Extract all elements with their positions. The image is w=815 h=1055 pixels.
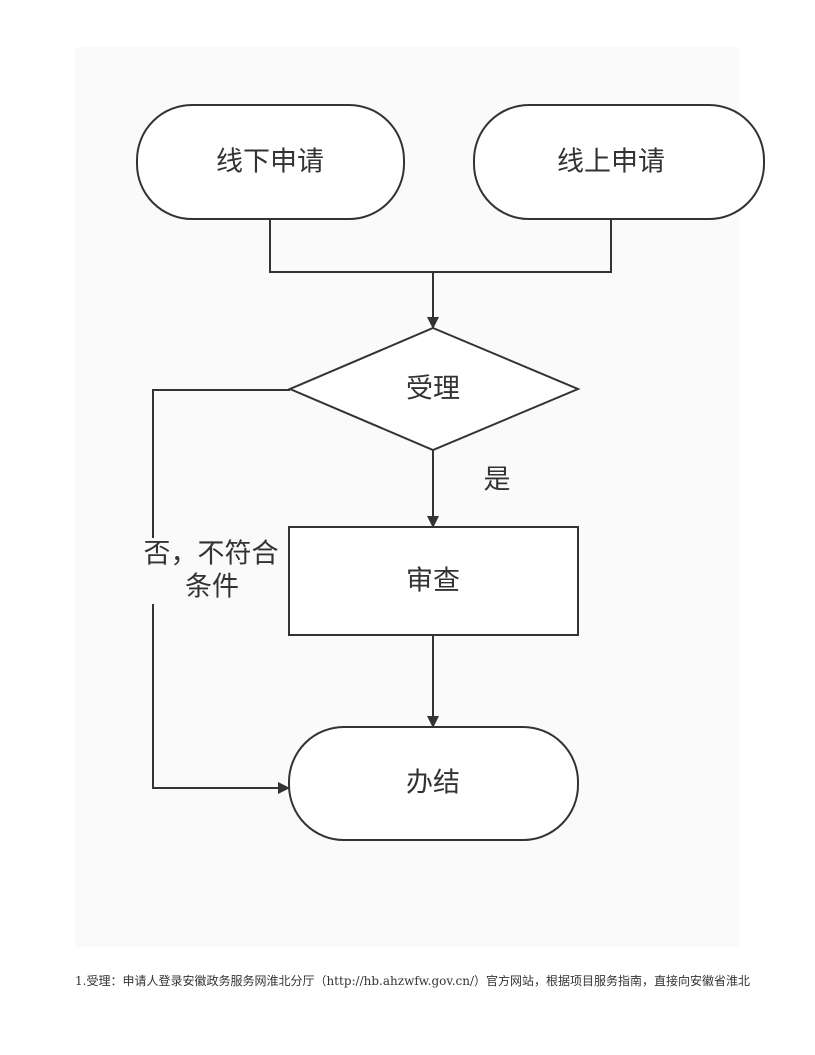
node-complete-shape xyxy=(288,726,579,841)
node-offline-apply-label: 线下申请 xyxy=(216,147,324,178)
node-offline-apply-shape xyxy=(136,104,405,220)
connector-offline-to-merge xyxy=(269,219,433,273)
edge-label-yes: 是 xyxy=(484,465,511,496)
connectors xyxy=(152,219,612,794)
node-review-shape xyxy=(288,526,579,636)
node-accept: 受理 xyxy=(287,326,581,452)
connector-online-to-merge xyxy=(433,219,612,273)
node-online-apply-shape xyxy=(473,104,765,220)
node-review: 审查 xyxy=(288,526,579,636)
node-complete: 办结 xyxy=(288,726,579,841)
edge-label-no-line2: 条件 xyxy=(185,572,239,603)
node-complete-label: 办结 xyxy=(406,768,460,799)
edge-label-no-line1: 否，不符合 xyxy=(144,539,279,570)
node-online-apply-label: 线上申请 xyxy=(557,147,665,178)
node-review-label: 审查 xyxy=(406,566,460,597)
node-offline-apply: 线下申请 xyxy=(136,104,405,220)
node-accept-shape xyxy=(287,326,581,452)
caption-text: 1.受理：申请人登录安徽政务服务网淮北分厅（http://hb.ahzwfw.g… xyxy=(75,974,751,988)
node-online-apply: 线上申请 xyxy=(473,104,765,220)
node-accept-label: 受理 xyxy=(406,374,460,405)
edge-label-no-background xyxy=(140,538,282,604)
